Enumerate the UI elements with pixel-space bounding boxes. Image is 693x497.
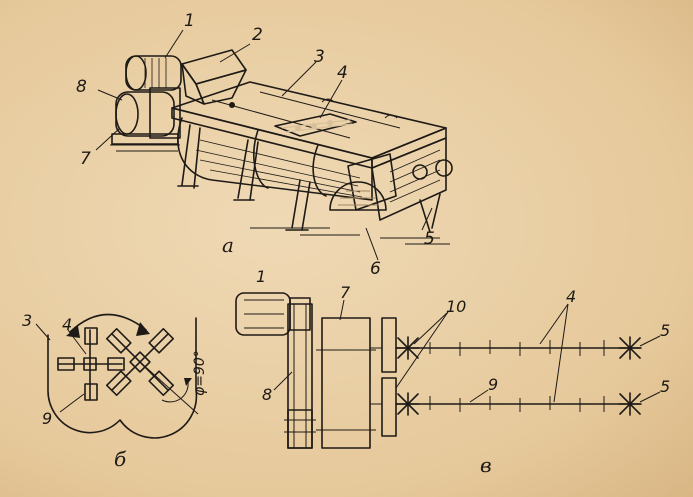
paddles-bottom	[429, 396, 605, 412]
label-5: 5	[424, 229, 435, 249]
support-legs	[177, 124, 311, 231]
label-c1: 1	[256, 267, 266, 286]
rotor-left	[57, 327, 125, 401]
label-c5-bottom: 5	[660, 377, 670, 396]
label-c7: 7	[340, 283, 351, 302]
reducer-unit	[111, 87, 181, 145]
label-c10: 10	[446, 297, 466, 316]
label-4: 4	[337, 63, 348, 83]
label-c5-top: 5	[660, 321, 670, 340]
view-v-scheme: 1 7 8 10 4 9 5 5 в	[235, 267, 670, 477]
paddles-top	[429, 340, 605, 356]
scheme-motor	[235, 292, 311, 336]
leader-lines-v	[273, 299, 661, 403]
label-c4: 4	[566, 287, 576, 306]
caption-v: в	[480, 453, 492, 477]
motor-unit	[125, 55, 182, 91]
caption-a: а	[222, 233, 234, 257]
label-b4: 4	[62, 315, 72, 334]
angle-label: φ=90°	[192, 350, 208, 396]
label-b9: 9	[42, 409, 52, 428]
floor-hatching	[110, 144, 450, 245]
label-3: 3	[314, 47, 325, 67]
feed-hopper	[181, 49, 247, 105]
bearing-symbols	[396, 336, 642, 416]
view-b-section: 3 4 9 φ=90° б	[22, 311, 208, 471]
label-c9: 9	[488, 375, 498, 394]
scheme-reducer	[321, 317, 371, 449]
leader-lines-a	[95, 29, 433, 261]
label-8: 8	[76, 77, 87, 97]
label-c8: 8	[262, 385, 272, 404]
label-6: 6	[370, 259, 381, 279]
label-1: 1	[184, 11, 195, 31]
caption-b: б	[114, 447, 127, 471]
label-2: 2	[252, 25, 263, 45]
label-7: 7	[80, 149, 91, 169]
view-a-machine: 1 2 3 4 8 7 5 6 а	[76, 11, 453, 279]
label-b3: 3	[22, 311, 32, 330]
